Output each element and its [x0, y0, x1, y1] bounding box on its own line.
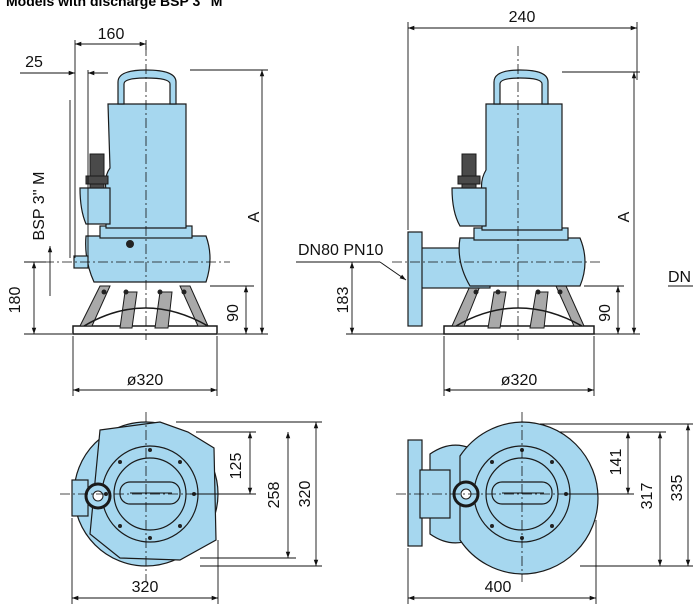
left-side-view	[44, 46, 230, 340]
left-bolt	[157, 289, 163, 295]
left-oil-plug	[126, 240, 134, 248]
right-stand-arc	[455, 307, 583, 327]
right-motor-housing	[480, 103, 563, 231]
dim-258: 258	[266, 482, 283, 509]
dim-400: 400	[485, 579, 512, 596]
dim-317: 317	[639, 483, 656, 510]
dim-183: 183	[335, 287, 352, 314]
right-plan-view	[396, 412, 604, 582]
dim-141: 141	[608, 449, 625, 476]
dim-320-vertical: 320	[297, 481, 314, 508]
right-discharge-flange	[407, 231, 423, 327]
left-bolt	[123, 289, 129, 295]
drawing-title: Models with discharge BSP 3" M	[6, 0, 223, 9]
right-cable-box	[451, 187, 487, 227]
left-lifting-handle	[117, 69, 177, 105]
left-plan-view	[60, 412, 232, 582]
left-plan-dimensions: 125 258 320 320	[71, 421, 322, 604]
right-side-dimensions: 240 DN80 PN10 183 A 90 ø320 DN	[296, 9, 693, 396]
right-lifting-handle	[493, 69, 549, 105]
dim-90-left: 90	[225, 304, 242, 322]
dim-base-diameter-left: ø320	[127, 372, 164, 389]
left-stand-leg	[179, 285, 209, 327]
left-cable-box	[79, 187, 111, 225]
dim-bsp-thread: BSP 3'' M	[31, 172, 48, 241]
left-bolt	[101, 289, 107, 295]
dim-320-horizontal: 320	[132, 579, 159, 596]
dim-A-right: A	[616, 211, 633, 222]
right-side-view	[392, 46, 600, 340]
dim-A-left: A	[246, 211, 263, 222]
dim-125: 125	[228, 453, 245, 480]
left-bolt	[181, 289, 187, 295]
left-side-dimensions: 160 25 BSP 3'' M 180 A 90 ø320	[7, 26, 268, 396]
left-volute	[85, 235, 211, 283]
dim-base-diameter-right: ø320	[501, 372, 538, 389]
right-cable-gland	[457, 175, 481, 185]
dim-25: 25	[25, 54, 43, 71]
dim-90-right: 90	[597, 304, 614, 322]
dim-160: 160	[98, 26, 125, 43]
left-stand-arc	[83, 307, 209, 327]
left-cable-gland	[85, 175, 109, 185]
dim-180: 180	[7, 287, 24, 314]
dim-335: 335	[669, 475, 686, 502]
dim-dn80-flange: DN80 PN10	[298, 242, 383, 259]
right-plan-dimensions: 141 317 335 400	[407, 423, 693, 604]
left-base-plate	[72, 325, 218, 335]
right-base-plate	[443, 325, 595, 335]
dn-cut-label: DN	[668, 269, 691, 286]
left-stand-leg	[79, 285, 111, 327]
dim-240: 240	[509, 9, 536, 26]
